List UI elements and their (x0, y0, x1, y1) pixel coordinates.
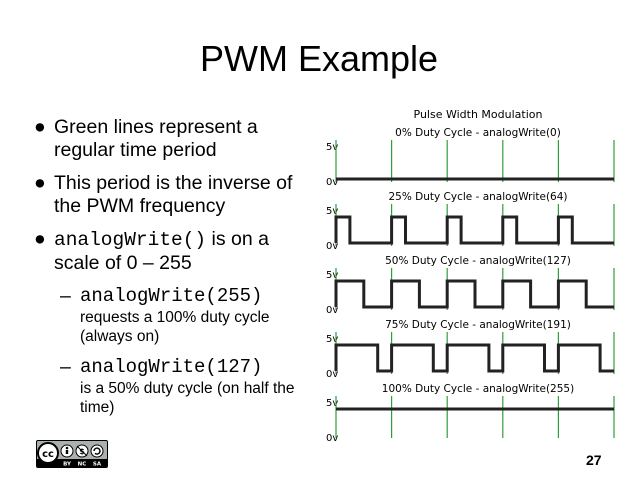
bullet-icon: ● (34, 116, 46, 138)
high-voltage-label: 5v (326, 270, 338, 281)
pwm-waveform (334, 279, 614, 309)
diagram-title: Pulse Width Modulation (414, 108, 543, 121)
bullet-list: ● Green lines represent a regular time p… (34, 116, 304, 427)
sub-bullet-text: is a 50% duty cycle (on half the time) (80, 380, 295, 416)
low-voltage-label: 0v (326, 177, 338, 188)
cc-license-badge: cc $ BY NC SA (36, 440, 108, 468)
high-voltage-label: 5v (326, 398, 338, 409)
sa-badge: SA (93, 462, 102, 468)
low-voltage-label: 0v (326, 369, 338, 380)
sub-bullet-code: analogWrite(255) (80, 285, 263, 307)
sub-bullet-item: – analogWrite(255) requests a 100% duty … (34, 285, 304, 346)
sub-bullet-text: requests a 100% duty cycle (always on) (80, 309, 270, 345)
low-voltage-label: 0v (326, 433, 338, 442)
nc-badge: NC (78, 462, 87, 468)
high-voltage-label: 5v (326, 206, 338, 217)
bullet-icon: ● (34, 228, 46, 250)
high-voltage-label: 5v (326, 142, 338, 153)
by-icon (60, 444, 74, 458)
bullet-text: Green lines represent a regular time per… (54, 116, 258, 161)
bullet-icon: ● (34, 172, 46, 194)
bullet-item: ● This period is the inverse of the PWM … (34, 172, 304, 218)
slide-title: PWM Example (199, 38, 439, 79)
sub-bullet-code: analogWrite(127) (80, 356, 263, 378)
svg-text:cc: cc (42, 449, 54, 460)
duty-cycle-label: 75% Duty Cycle - analogWrite(191) (385, 319, 571, 331)
pwm-diagram: Pulse Width Modulation 0% Duty Cycle - a… (326, 108, 615, 442)
nc-icon: $ (75, 444, 89, 458)
dash-icon: – (60, 356, 71, 378)
dash-icon: – (60, 285, 71, 307)
bullet-text: This period is the inverse of the PWM fr… (54, 172, 293, 217)
bullet-code: analogWrite() (54, 229, 207, 251)
low-voltage-label: 0v (326, 241, 338, 252)
duty-cycle-label: 50% Duty Cycle - analogWrite(127) (385, 255, 571, 267)
duty-cycle-label: 100% Duty Cycle - analogWrite(255) (382, 383, 574, 395)
by-badge: BY (63, 462, 72, 468)
pwm-waveform (334, 215, 614, 245)
bullet-text: is on a scale of 0 – 255 (54, 228, 269, 274)
sa-icon (90, 444, 104, 458)
cc-icon: cc (37, 442, 59, 464)
duty-cycle-label: 0% Duty Cycle - analogWrite(0) (395, 127, 561, 139)
bullet-item: ● Green lines represent a regular time p… (34, 116, 304, 162)
low-voltage-label: 0v (326, 305, 338, 316)
high-voltage-label: 5v (326, 334, 338, 345)
sub-bullet-item: – analogWrite(127) is a 50% duty cycle (… (34, 356, 304, 417)
pwm-waveform (334, 343, 614, 373)
page-number: 27 (586, 452, 602, 468)
bullet-item: ● analogWrite() is on a scale of 0 – 255 (34, 228, 304, 275)
duty-cycle-label: 25% Duty Cycle - analogWrite(64) (388, 191, 567, 203)
pwm-panels: 0% Duty Cycle - analogWrite(0) 5v 0v 25% Du… (326, 127, 615, 442)
